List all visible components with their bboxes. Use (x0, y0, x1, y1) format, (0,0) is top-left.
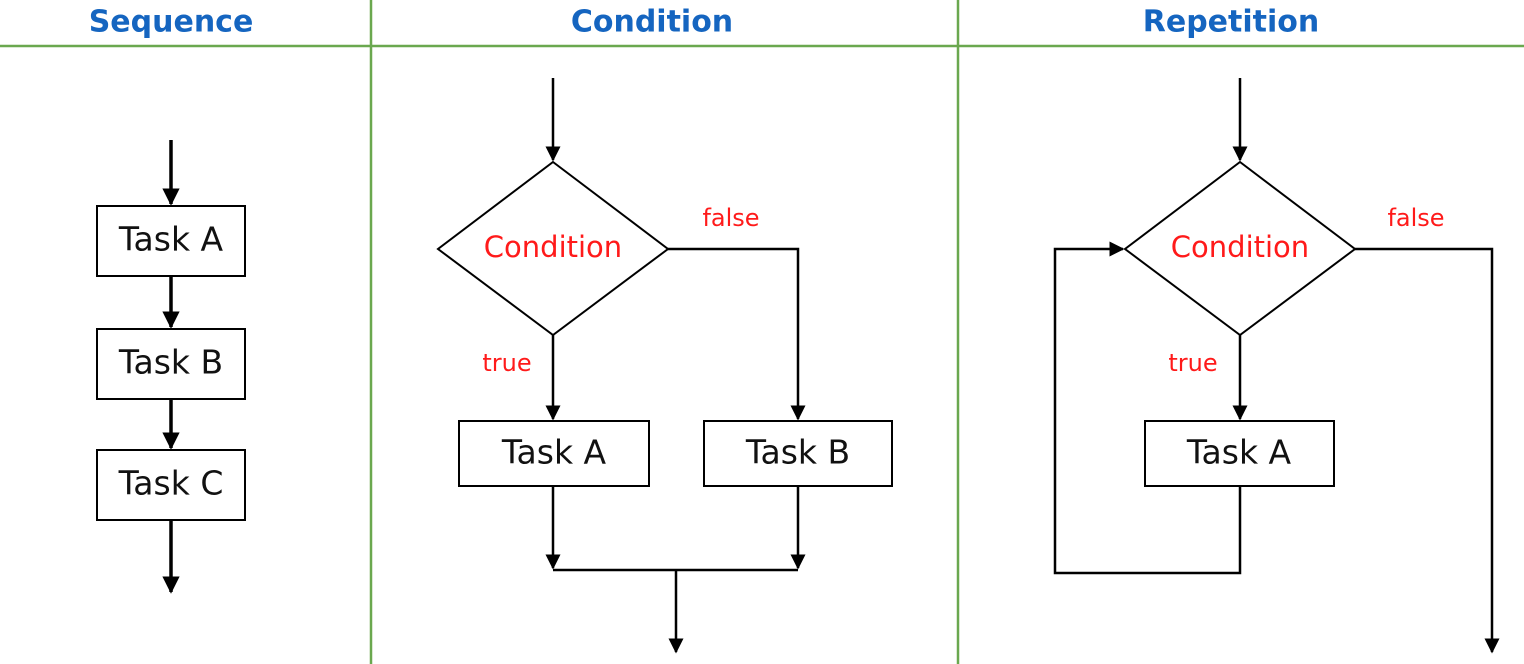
sequence-flowchart: Task A Task B Task C (96, 140, 246, 594)
condition-task-a-label: Task A (501, 433, 607, 472)
condition-task-a-box (458, 420, 650, 487)
condition-true-label: true (482, 349, 531, 377)
sequence-title: Sequence (89, 5, 254, 40)
condition-false-label: false (702, 204, 759, 232)
condition-decision-label: Condition (484, 230, 622, 264)
condition-task-b-box (703, 420, 893, 487)
repetition-task-a-label: Task A (1186, 433, 1292, 472)
repetition-false-exit-arrow (1355, 247, 1500, 654)
sequence-task-c-label: Task C (118, 464, 224, 503)
repetition-true-label: true (1168, 349, 1217, 377)
sequence-task-b-label: Task B (118, 343, 223, 382)
repetition-loop-back-arrow (1053, 241, 1242, 575)
sequence-task-c-box (96, 449, 246, 521)
repetition-title: Repetition (1143, 5, 1319, 40)
sequence-task-a-label: Task A (118, 220, 224, 259)
sequence-task-a-box (96, 205, 246, 277)
condition-task-b-label: Task B (745, 433, 850, 472)
condition-title: Condition (571, 5, 733, 40)
repetition-decision-label: Condition (1171, 230, 1309, 264)
repetition-false-label: false (1387, 204, 1444, 232)
repetition-flowchart: Condition true Task A false (1053, 78, 1500, 654)
condition-flowchart: Condition true false Task A Task B (436, 78, 893, 654)
condition-false-arrow (668, 247, 806, 421)
